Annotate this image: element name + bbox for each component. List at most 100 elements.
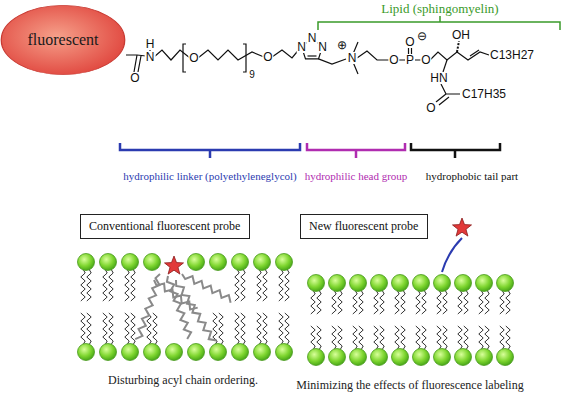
lipid-tail [395,326,399,350]
part-label: hydrophilic head group [305,170,408,182]
lipid-head [276,344,293,361]
lipid-head [232,344,249,361]
membrane-new [308,218,514,366]
lipid-label: Lipid (sphingomyelin) [381,1,498,17]
lipid-head [254,254,271,271]
atom-label: O [388,54,399,66]
lipid-tail [235,269,239,301]
lipid-head [232,254,249,271]
lipid-tail [374,326,378,350]
lipid-tail [219,313,223,345]
probe-chain [154,280,198,309]
lipid-head [78,344,95,361]
part-label: hydrophobic tail part [426,170,518,182]
lipid-tail [395,290,399,314]
lipid-head [308,275,325,292]
lipid-tail [257,269,261,301]
lipid-tail [81,269,85,301]
lipid-head [476,275,493,292]
lipid-tail [437,290,441,314]
lipid-head [308,349,325,366]
lipid-tail [279,313,283,345]
ellipse-label: fluorescent [27,31,98,49]
lipid-tail [422,290,426,314]
lipid-tail [506,326,510,350]
lipid-bracket [318,16,560,30]
fluorophore-star [165,256,184,274]
atom-label: O [420,54,431,66]
lipid-tail [416,326,420,350]
lipid-tail [263,313,267,345]
lipid-tail [235,313,239,345]
box-label: Conventional fluorescent probe [89,219,241,234]
fluorescent-ellipse: fluorescent [0,4,126,76]
atom-label: N [296,41,307,53]
head-bracket [307,143,405,158]
probe-box: New fluorescent probe [300,214,428,239]
lipid-tail [464,326,468,350]
lipid-head [254,344,271,361]
lipid-tail [479,326,483,350]
atom-label: O [262,51,273,63]
lipid-head [392,349,409,366]
probe-chain [176,280,217,340]
lipid-head [413,275,430,292]
lipid-tail [380,326,384,350]
lipid-tail [338,290,342,314]
lipid-tail [263,269,267,301]
atom-label: O [188,52,199,64]
lipid-head [144,254,161,271]
atom-label: O [129,72,140,84]
lipid-tail [87,313,91,345]
atom-label: HN [429,72,448,84]
lipid-head [350,275,367,292]
lipid-tail [353,326,357,350]
fluorophore-star [453,218,472,236]
lipid-head [78,254,95,271]
lipid-tail [311,290,315,314]
lipid-tail [422,326,426,350]
lipid-tail [147,313,151,345]
atom-label: N [347,52,358,64]
caption: Minimizing the effects of fluorescence l… [296,378,523,393]
lipid-head [100,254,117,271]
lipid-tail [401,326,405,350]
lipid-head [329,349,346,366]
alkyl-group: C17H35 [461,88,507,100]
charge-symbol: ⊖ [416,30,428,42]
lipid-head [413,349,430,366]
caption: Disturbing acyl chain ordering. [108,373,258,388]
probe-box: Conventional fluorescent probe [80,214,250,239]
lipid-tail [131,313,135,345]
lipid-head [100,344,117,361]
lipid-tail [401,290,405,314]
lipid-tail [103,313,107,345]
atom-label: N [145,51,156,63]
lipid-head [210,344,227,361]
lipid-tail [332,290,336,314]
lipid-tail [81,313,85,345]
lipid-head [371,349,388,366]
lipid-tail [241,313,245,345]
lipid-head [122,344,139,361]
lipid-tail [87,269,91,301]
lipid-tail [374,290,378,314]
atom-label: OH [451,29,471,41]
lipid-head [122,254,139,271]
lipid-head [476,349,493,366]
lipid-head [455,275,472,292]
lipid-head [497,275,514,292]
lipid-head [188,344,205,361]
atom-label: N [317,41,328,53]
lipid-head [392,275,409,292]
atom-label: H [145,38,156,50]
lipid-head [434,349,451,366]
lipid-head [455,349,472,366]
membrane-conventional [78,254,293,361]
part-label: hydrophilic linker (polyethyleneglycol) [123,170,297,182]
lipid-tail [443,326,447,350]
lipid-head [329,275,346,292]
lipid-tail [485,290,489,314]
lipid-tail [437,326,441,350]
